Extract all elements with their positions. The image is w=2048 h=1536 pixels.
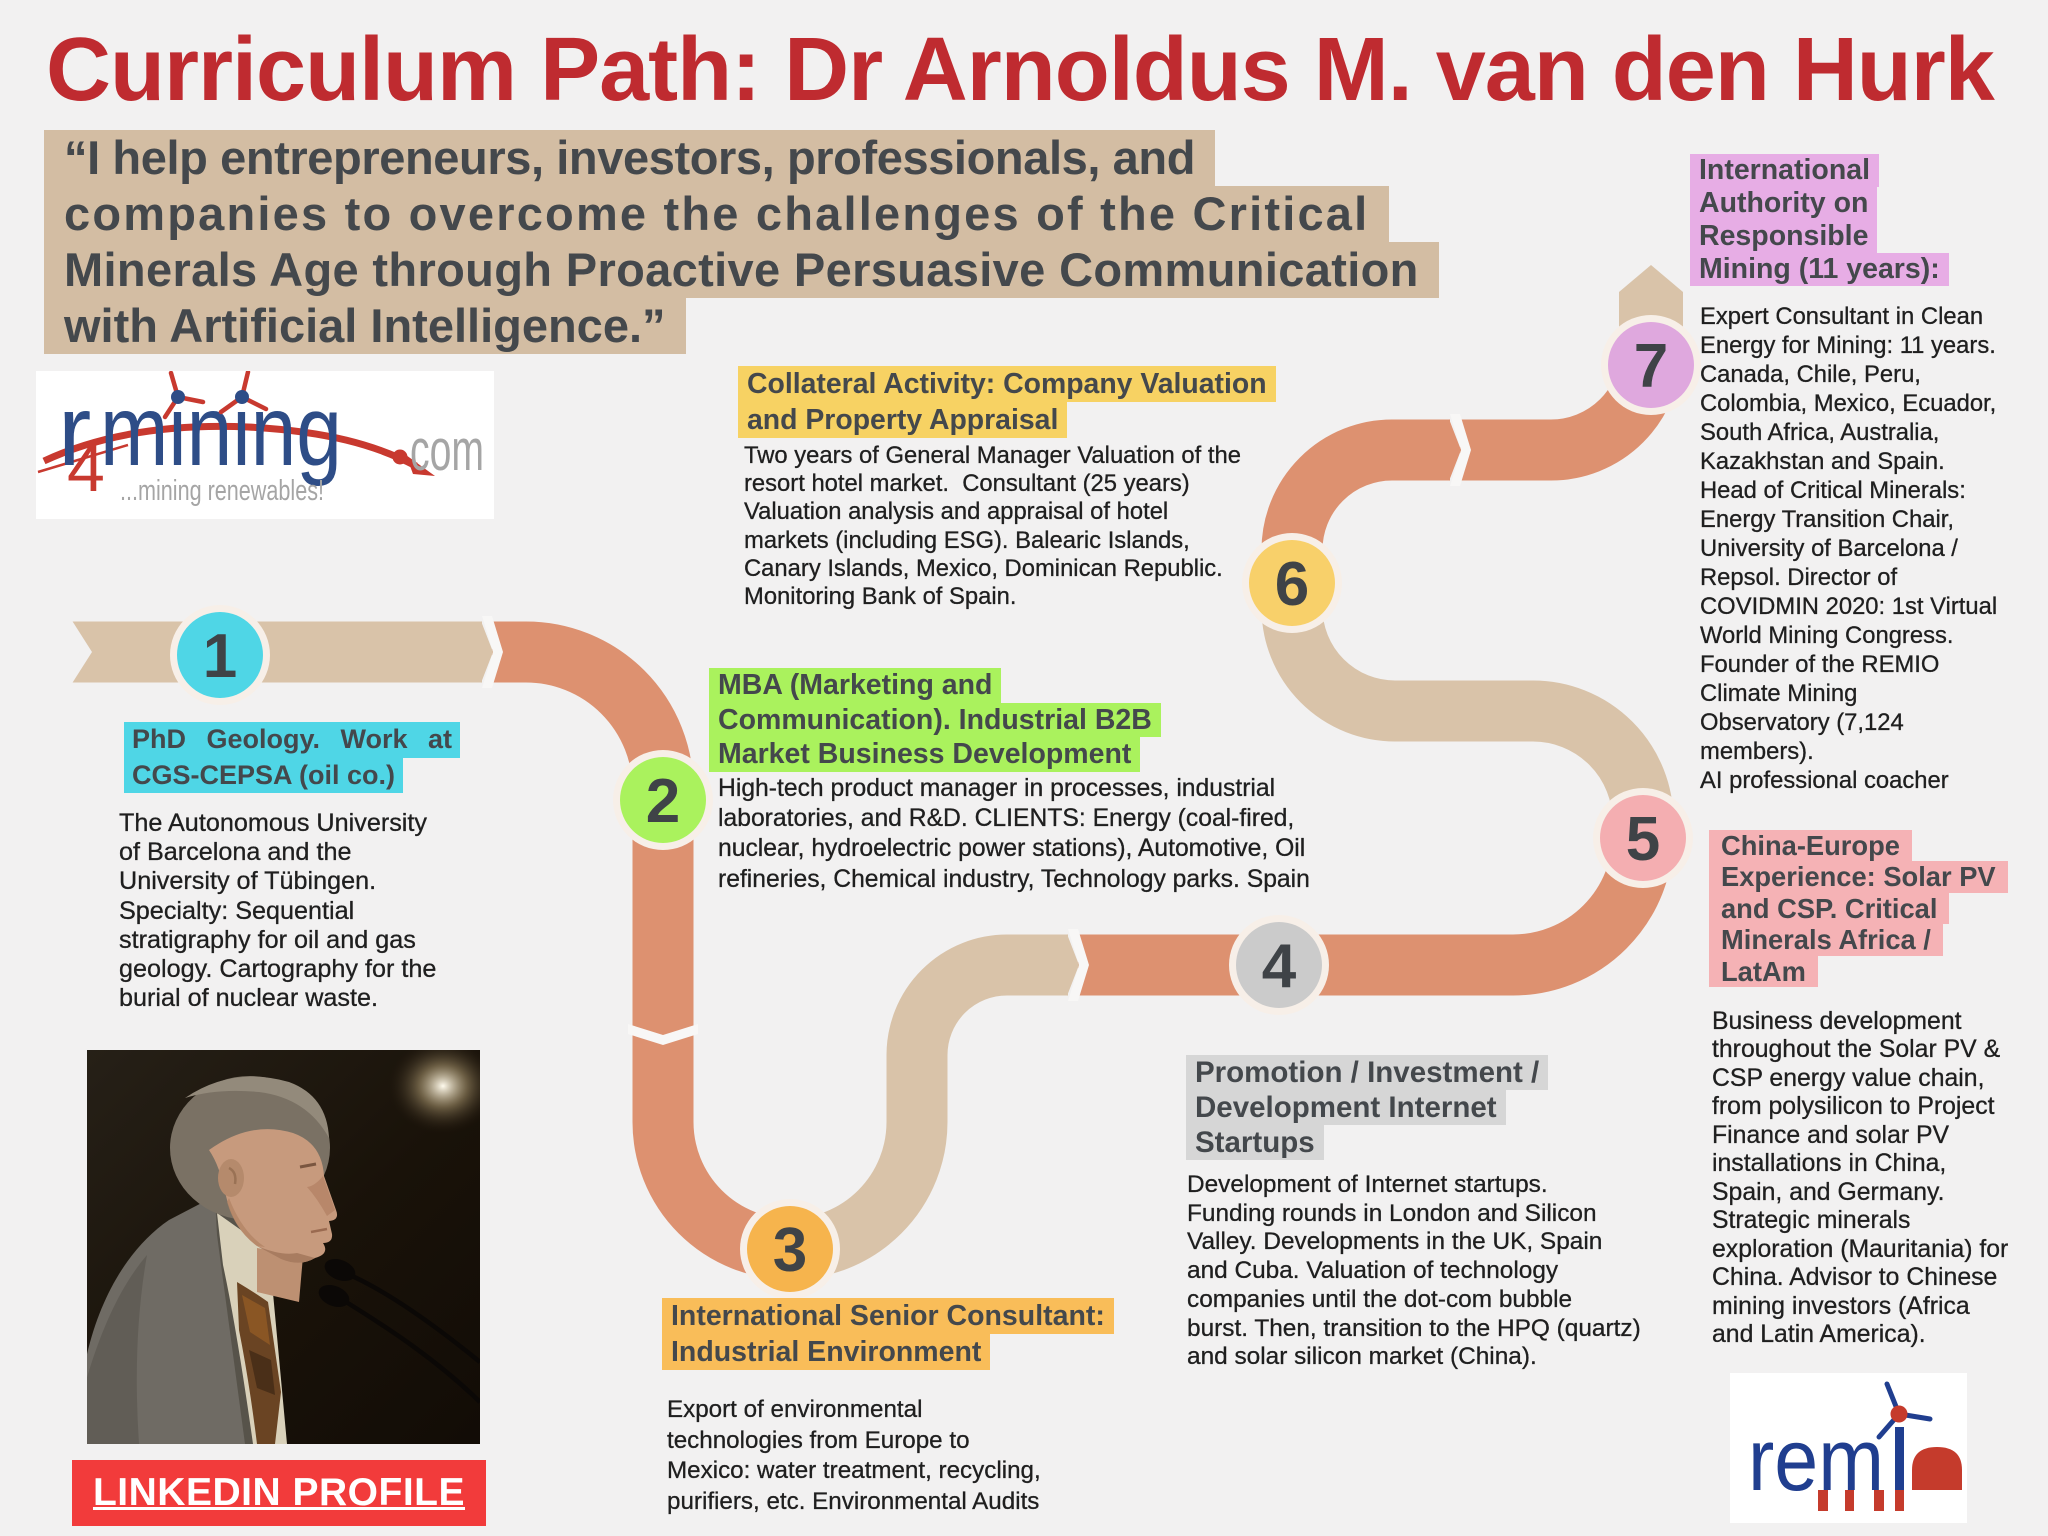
svg-text:7: 7: [1634, 332, 1668, 401]
svg-text:...mining renewables!: ...mining renewables!: [120, 475, 324, 507]
svg-text:com: com: [410, 418, 484, 483]
svg-text:rem: rem: [1748, 1410, 1884, 1509]
svg-text:6: 6: [1275, 550, 1309, 619]
svg-text:r: r: [58, 375, 91, 487]
svg-text:mining: mining: [100, 375, 342, 487]
svg-text:5: 5: [1626, 805, 1660, 874]
svg-text:1: 1: [203, 622, 237, 691]
svg-text:3: 3: [773, 1216, 807, 1285]
svg-text:4: 4: [67, 430, 105, 506]
svg-text:4: 4: [1262, 932, 1297, 1001]
svg-text:2: 2: [646, 767, 680, 836]
